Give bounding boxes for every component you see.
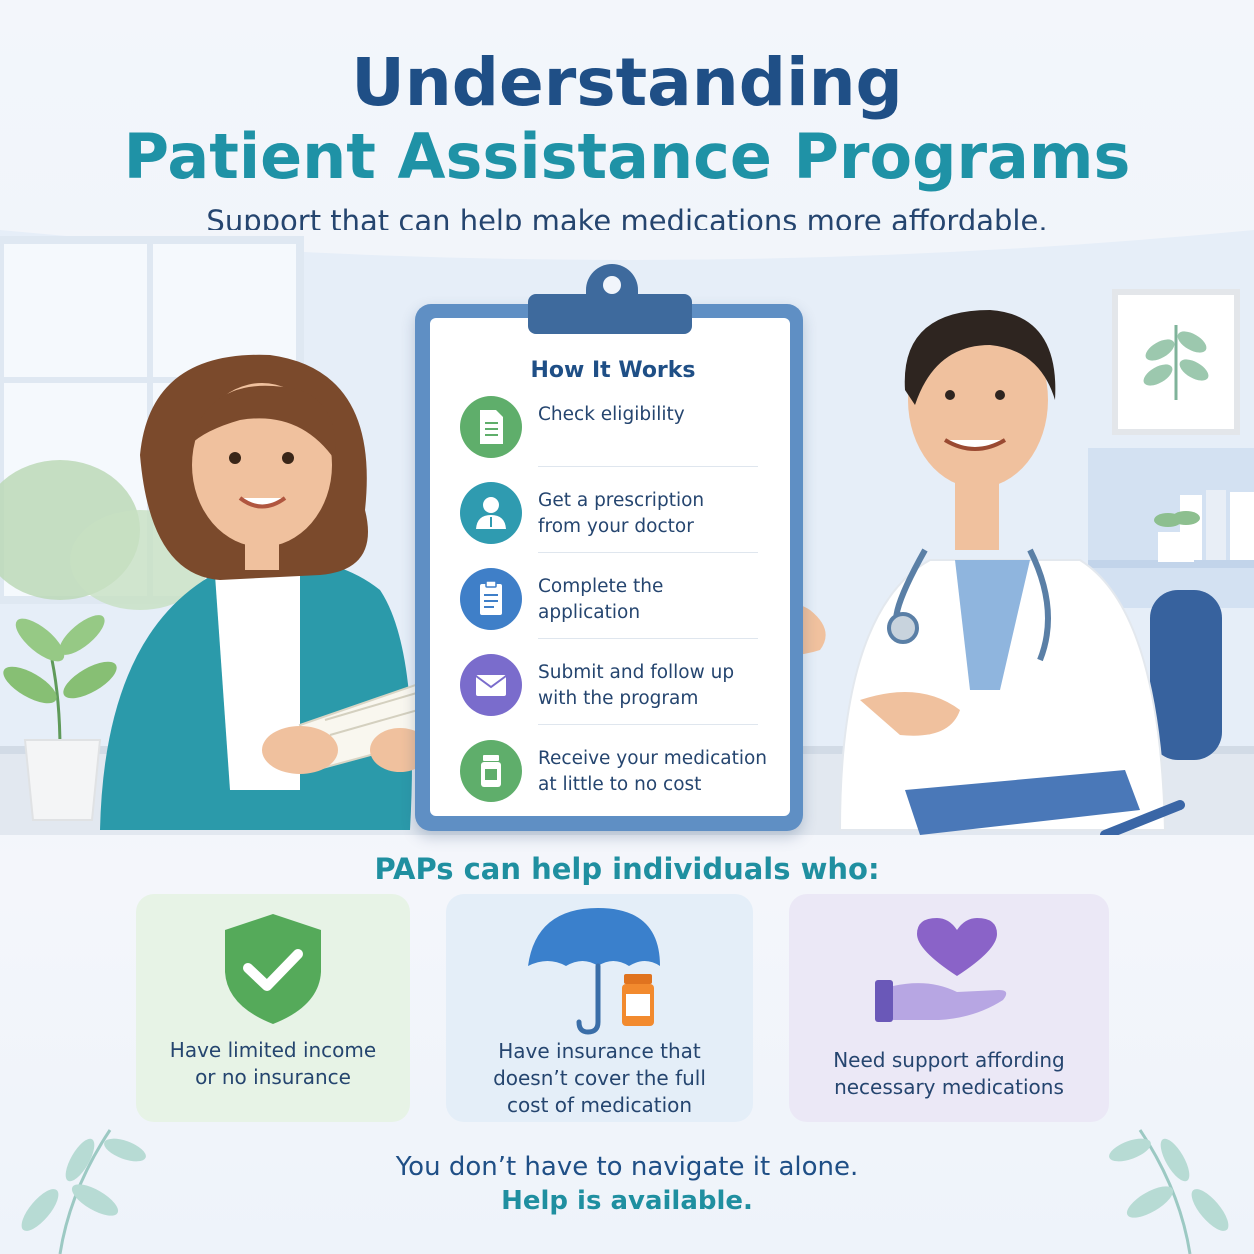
card-line: or no insurance	[195, 1065, 351, 1089]
step-get-prescription: Get a prescription from your doctor	[460, 482, 760, 552]
card-text: Have limited income or no insurance	[136, 1037, 410, 1091]
card-affording-support: Need support affording necessary medicat…	[789, 894, 1109, 1122]
framed-picture	[1112, 289, 1240, 435]
envelope-icon	[460, 654, 522, 716]
paps-section-title: PAPs can help individuals who:	[374, 852, 880, 886]
clipboard-icon	[460, 568, 522, 630]
page-title-line2: Patient Assistance Programs	[123, 120, 1131, 193]
step-line2: with the program	[538, 688, 699, 709]
bookshelf	[1088, 448, 1254, 608]
step-line1: Receive your medication	[538, 748, 768, 769]
step-line1: Get a prescription	[538, 490, 705, 511]
step-complete-application: Complete the application	[460, 568, 760, 638]
step-divider	[538, 724, 758, 725]
step-check-eligibility: Check eligibility	[460, 396, 760, 466]
card-line: cost of medication	[506, 1093, 693, 1117]
step-line1: Check eligibility	[538, 404, 685, 425]
potted-plant	[3, 615, 117, 821]
leaf-decoration-right	[1109, 1129, 1229, 1254]
document-icon	[460, 396, 522, 458]
step-line2: at little to no cost	[538, 774, 702, 795]
step-text: Complete the application	[538, 574, 768, 626]
step-line2: application	[538, 602, 641, 623]
card-insufficient-insurance: Have insurance that doesn’t cover the fu…	[446, 894, 753, 1122]
card-text: Need support affording necessary medicat…	[789, 1047, 1109, 1101]
leaf-decoration-left	[21, 1129, 146, 1254]
card-limited-income: Have limited income or no insurance	[136, 894, 410, 1122]
heart-hand-icon	[875, 918, 1007, 1022]
step-divider	[538, 552, 758, 553]
shield-check-icon	[225, 914, 321, 1024]
card-line: necessary medications	[834, 1075, 1064, 1099]
step-text: Get a prescription from your doctor	[538, 488, 768, 540]
step-line2: from your doctor	[538, 516, 694, 537]
step-text: Submit and follow up with the program	[538, 660, 768, 712]
patient-illustration	[100, 354, 447, 830]
clipboard-clip	[528, 294, 692, 334]
page-title-line1: Understanding	[351, 44, 903, 121]
clipboard-hole	[603, 276, 621, 294]
card-line: Have limited income	[169, 1038, 377, 1062]
doctor-illustration	[730, 310, 1185, 835]
medicine-bottle-icon	[460, 740, 522, 802]
step-text: Check eligibility	[538, 402, 768, 428]
card-text: Have insurance that doesn’t cover the fu…	[446, 1038, 753, 1119]
umbrella-rx-icon	[528, 908, 660, 1035]
step-submit-follow-up: Submit and follow up with the program	[460, 654, 760, 724]
step-line1: Submit and follow up	[538, 662, 735, 683]
step-receive-medication: Receive your medication at little to no …	[460, 740, 767, 810]
card-line: Have insurance that	[498, 1039, 701, 1063]
card-line: doesn’t cover the full	[493, 1066, 706, 1090]
card-line: Need support affording	[833, 1048, 1065, 1072]
doctor-icon	[460, 482, 522, 544]
step-line1: Complete the	[538, 576, 664, 597]
how-it-works-title: How It Works	[530, 358, 696, 383]
step-divider	[538, 466, 758, 467]
footer-message: You don’t have to navigate it alone.	[395, 1152, 859, 1182]
step-text: Receive your medication at little to no …	[538, 746, 768, 798]
footer-help-available: Help is available.	[501, 1186, 753, 1216]
step-divider	[538, 638, 758, 639]
